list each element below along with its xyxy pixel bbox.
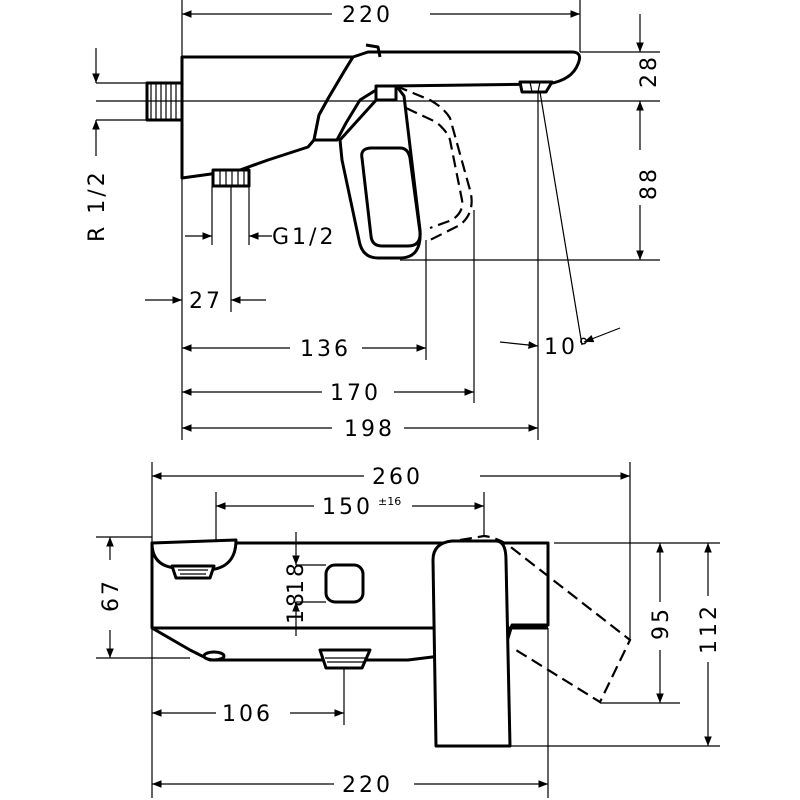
top-lever-rotated xyxy=(459,534,632,704)
dim-88: 88 xyxy=(637,166,662,200)
dim-r12: R 1/2 xyxy=(85,169,110,242)
dim-112: 112 xyxy=(697,603,722,654)
dim-136: 136 xyxy=(300,337,351,362)
dim-18-b: 18 xyxy=(284,590,309,624)
dim-18-a: 18 xyxy=(284,560,309,594)
handle-window xyxy=(360,146,422,248)
dim-150-tol: ±16 xyxy=(378,495,401,508)
spout xyxy=(312,50,581,142)
top-lever xyxy=(431,539,512,748)
top-view: 260 150 ±16 18 18 67 106 220 95 112 xyxy=(96,462,722,798)
dim-150: 150 xyxy=(322,495,373,520)
spout-tip xyxy=(518,80,554,94)
dim-220-bottom: 220 xyxy=(342,773,393,798)
dim-28: 28 xyxy=(637,54,662,88)
dim-170: 170 xyxy=(330,381,381,406)
dim-106: 106 xyxy=(222,702,273,727)
dim-220-top: 220 xyxy=(342,3,393,28)
handle-rotated xyxy=(395,84,473,241)
dim-angle: 10° xyxy=(544,335,592,360)
dim-g12: G1/2 xyxy=(272,225,336,250)
dim-95: 95 xyxy=(649,606,674,640)
dim-67: 67 xyxy=(99,578,124,612)
side-view: 220 28 88 R 1/2 G1/2 27 136 170 198 xyxy=(85,0,662,442)
bottom-outlet xyxy=(318,648,372,670)
diverter-knob xyxy=(324,563,365,604)
dim-260: 260 xyxy=(372,465,423,490)
dim-27: 27 xyxy=(189,289,223,314)
dim-198: 198 xyxy=(344,417,395,442)
